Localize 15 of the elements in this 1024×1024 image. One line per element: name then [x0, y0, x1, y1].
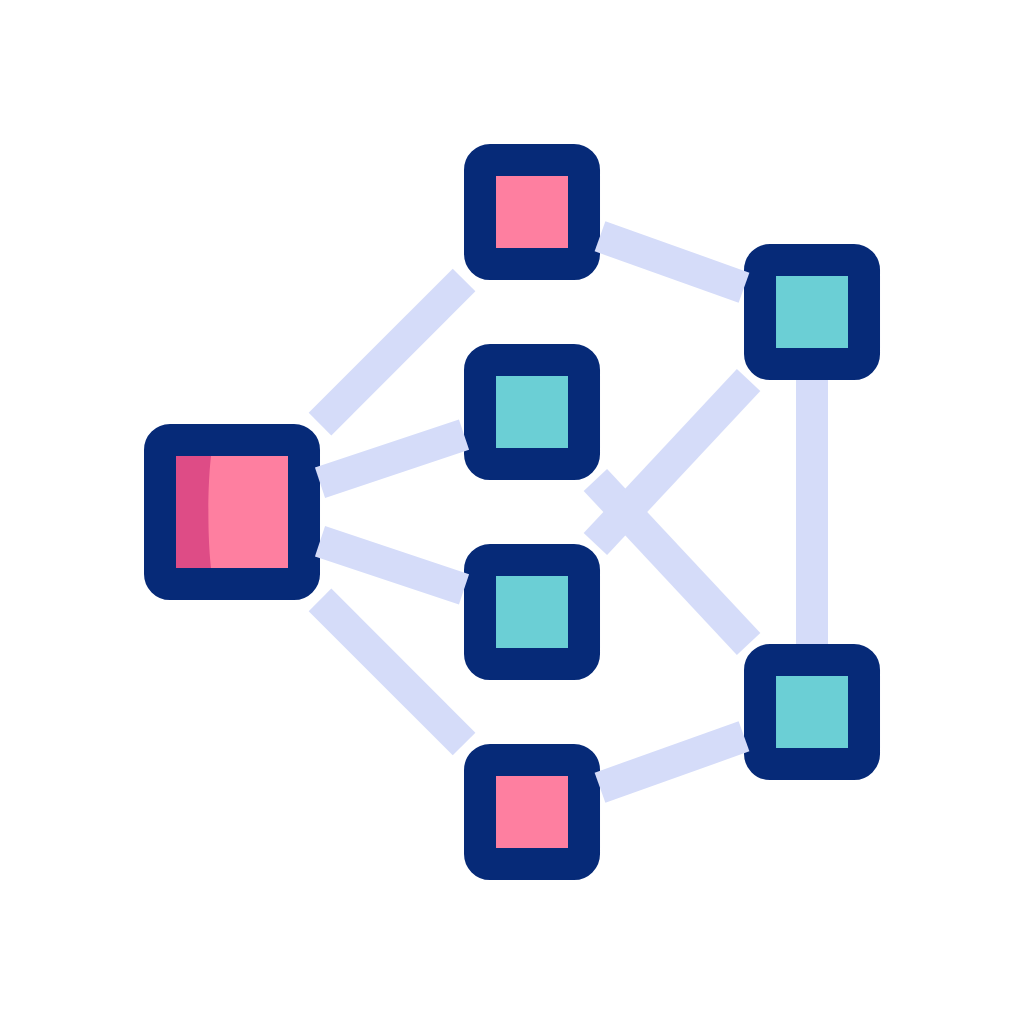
connector-line [314, 526, 470, 605]
square-node [744, 244, 880, 380]
square-node [744, 644, 880, 780]
connector-line [583, 369, 761, 555]
square-node [464, 344, 600, 480]
connector-line [594, 221, 750, 303]
connector-line [308, 268, 476, 436]
square-node [464, 744, 600, 880]
square-node [144, 424, 320, 600]
square-node [464, 544, 600, 680]
connector-line [594, 721, 750, 803]
connector-line [308, 588, 476, 756]
connector-line [583, 469, 761, 655]
square-node [464, 144, 600, 280]
connector-line [314, 419, 470, 498]
